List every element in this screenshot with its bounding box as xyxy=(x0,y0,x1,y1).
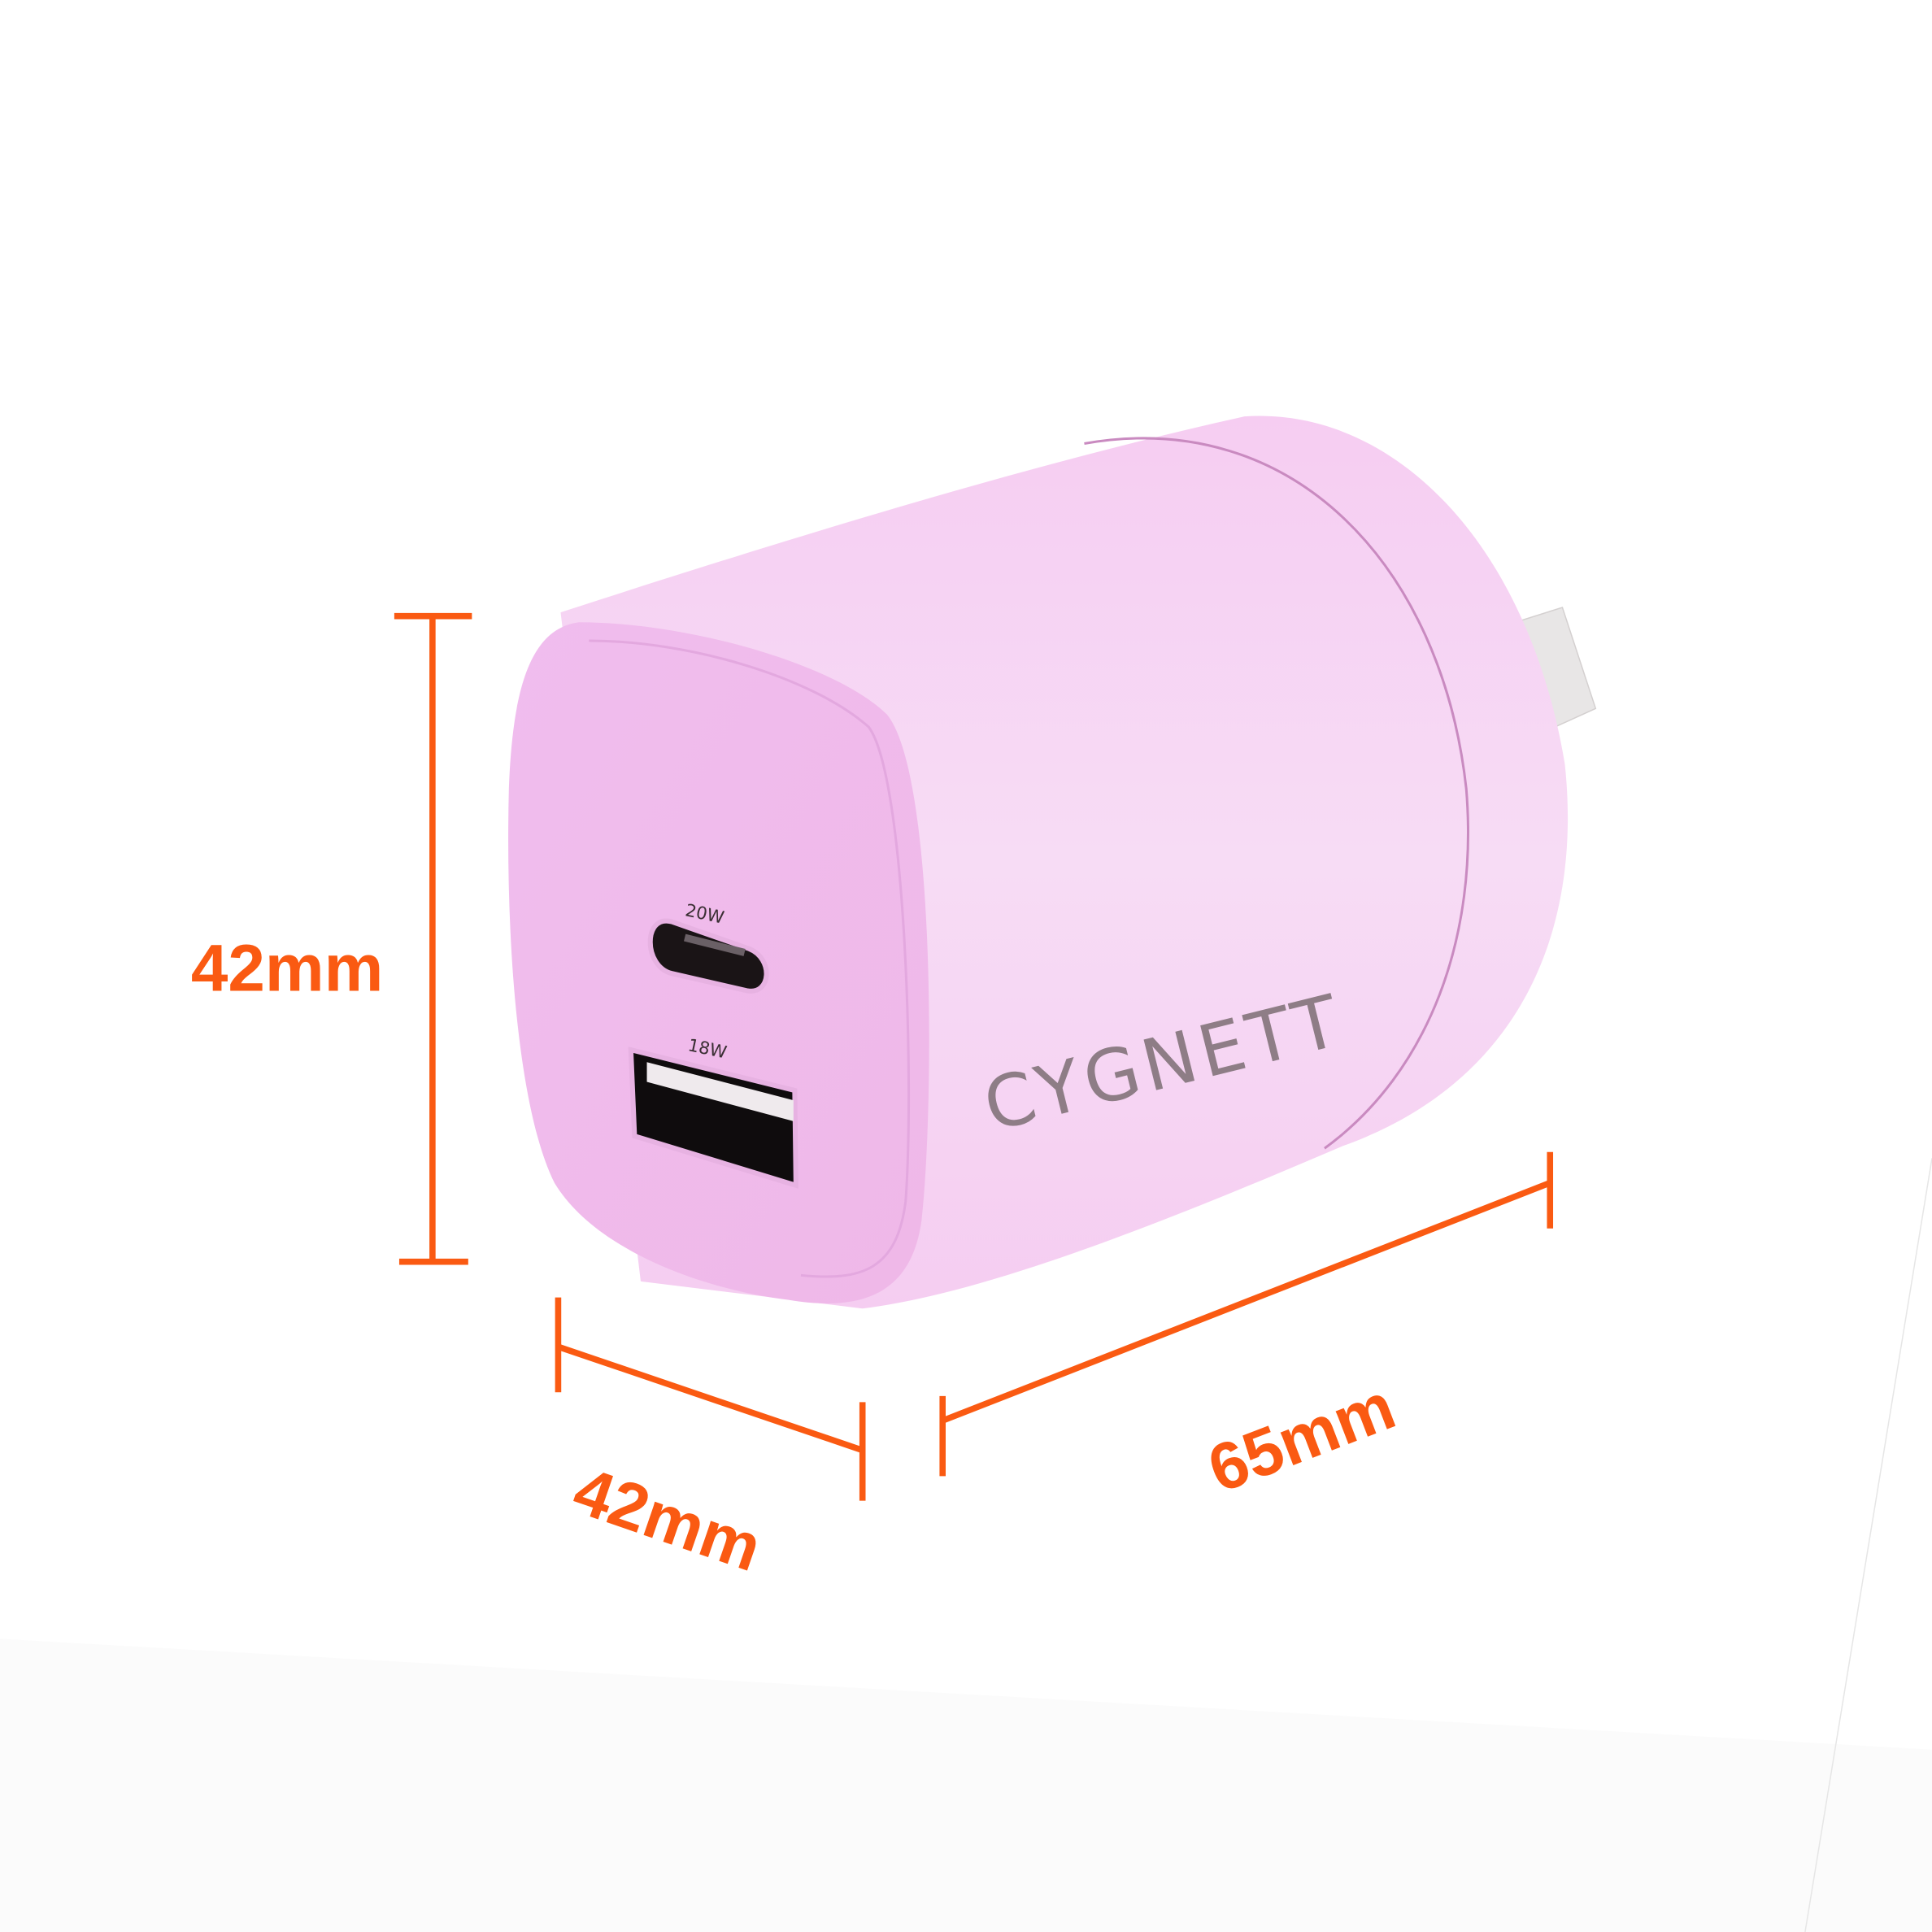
height-dimension: 42mm xyxy=(191,612,472,1265)
width-label: 42mm xyxy=(564,1453,770,1586)
length-label: 65mm xyxy=(1199,1369,1404,1508)
body-seam xyxy=(1084,437,1469,1150)
floor-shadow xyxy=(0,1638,1932,1932)
face-edge xyxy=(589,639,911,1278)
charger-image: 20W 18W CYGNETT xyxy=(508,416,1569,1309)
backdrop-edge xyxy=(1804,1158,1932,1932)
width-dimension: 42mm xyxy=(555,1297,866,1586)
height-label: 42mm xyxy=(191,931,383,1005)
usb-a-port: 18W xyxy=(628,1035,798,1189)
